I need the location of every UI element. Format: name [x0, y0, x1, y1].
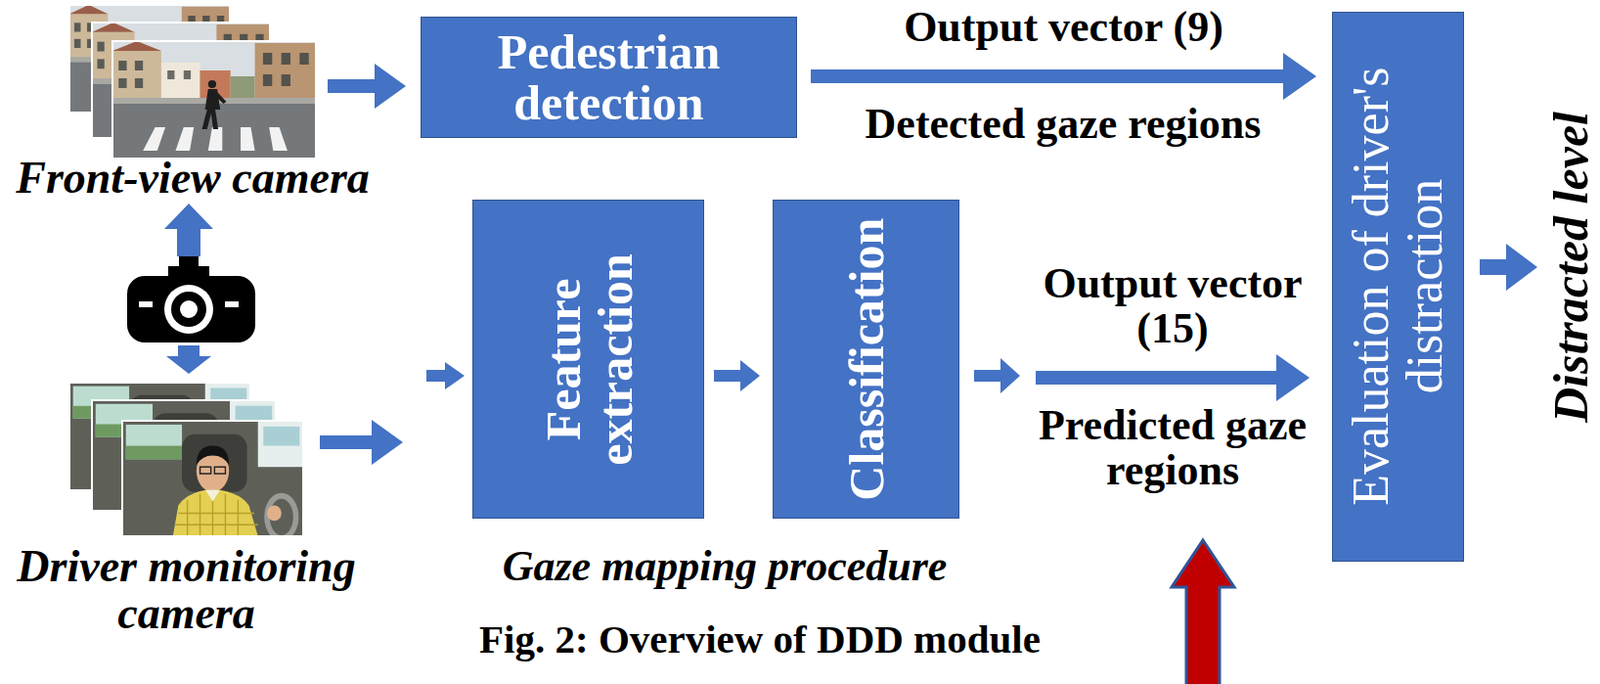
connector-arrow — [327, 63, 406, 109]
figure-caption: Fig. 2: Overview of DDD module — [319, 618, 1200, 661]
text-holder: Gaze mapping procedure — [431, 543, 1019, 589]
camera-lens — [171, 291, 207, 327]
arrow-up — [164, 203, 214, 257]
edge-label: Output vector (9) — [829, 4, 1299, 50]
connector-arrow — [1035, 354, 1310, 401]
group-label: Gaze mapping procedure — [431, 543, 1019, 589]
output-label: Distracted level — [1546, 61, 1596, 473]
camera-slot — [138, 301, 153, 308]
output-arrow — [1479, 243, 1538, 291]
frame-border — [112, 41, 316, 159]
camera-slot — [224, 301, 239, 308]
text-holder: Driver monitoring camera — [4, 542, 369, 638]
label-holder: Detected gaze regions — [828, 101, 1298, 147]
edge-label-holder: Output vector (15) — [1025, 261, 1320, 352]
group-box: Gaze mapping procedure Feature extraction… — [420, 171, 1029, 600]
camera-icon — [127, 203, 256, 374]
evaluation-box: Evaluation of driver's distraction — [1332, 11, 1465, 562]
camera-mount — [168, 266, 210, 276]
front-view-frames — [69, 4, 316, 159]
camera-label: Driver monitoring camera — [4, 542, 369, 638]
box-text: Classification — [840, 209, 892, 509]
arrow-label: Predicted gaze regions — [1025, 402, 1320, 493]
camera-body — [127, 275, 256, 343]
box-text: Evaluation of driver's distraction — [1344, 21, 1452, 552]
label-holder: Predicted gaze regions — [1025, 402, 1320, 493]
camera-lens — [179, 300, 198, 318]
box-text: Pedestrian detection — [428, 26, 790, 130]
box-text: Feature extraction — [536, 209, 640, 509]
edge-label-holder: Output vector (9) — [829, 4, 1299, 50]
camera-frames: Driver monitoring camera — [69, 382, 304, 536]
arrow-down — [166, 345, 212, 374]
connector-arrow — [319, 419, 403, 465]
connector-arrow — [810, 52, 1317, 100]
text-holder: Front-view camera — [1, 154, 384, 202]
camera-lens — [164, 284, 214, 334]
process-box: Feature extraction — [472, 199, 705, 519]
driver-frames — [69, 382, 304, 538]
process-box: Classification — [772, 199, 960, 519]
camera-frame — [122, 420, 304, 538]
camera-frame — [112, 41, 316, 159]
frame-border — [122, 420, 304, 536]
camera-frames: Front-view camera — [69, 4, 316, 159]
arrow-label: Detected gaze regions — [828, 101, 1298, 147]
camera-label: Front-view camera — [1, 154, 384, 202]
pointer-arrow — [1171, 539, 1235, 684]
caption-holder: Fig. 2: Overview of DDD module — [319, 618, 1200, 661]
process-box: Pedestrian detection — [420, 16, 798, 138]
edge-label: Output vector (15) — [1025, 261, 1320, 352]
